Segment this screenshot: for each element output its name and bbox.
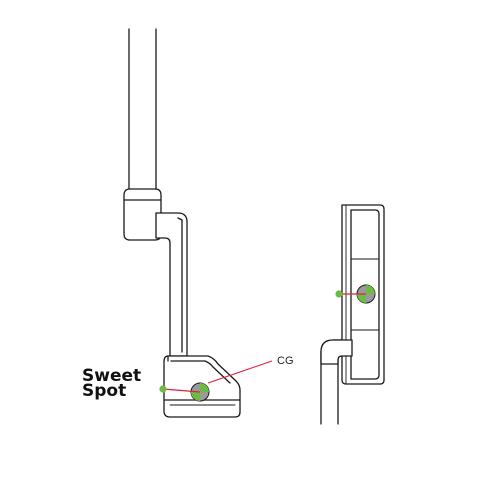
face-insert	[350, 209, 380, 380]
cg-pointer-line	[207, 360, 273, 384]
sweet-spot-line-left	[162, 388, 201, 393]
shaft	[128, 28, 157, 192]
hosel-face-view	[320, 339, 353, 365]
putter-face-view	[320, 204, 385, 425]
putter-side-view	[123, 28, 241, 418]
sweet-spot-label-line1: Sweet	[82, 366, 141, 386]
cg-marker-right	[356, 284, 376, 304]
sweet-spot-label-line2: Spot	[82, 381, 126, 401]
head-top-edge	[170, 360, 231, 384]
cg-label: CG	[277, 355, 294, 367]
sweet-spot-dot-right	[335, 290, 343, 298]
neck-edge	[177, 217, 183, 353]
sweet-spot-dot-left	[159, 385, 167, 393]
